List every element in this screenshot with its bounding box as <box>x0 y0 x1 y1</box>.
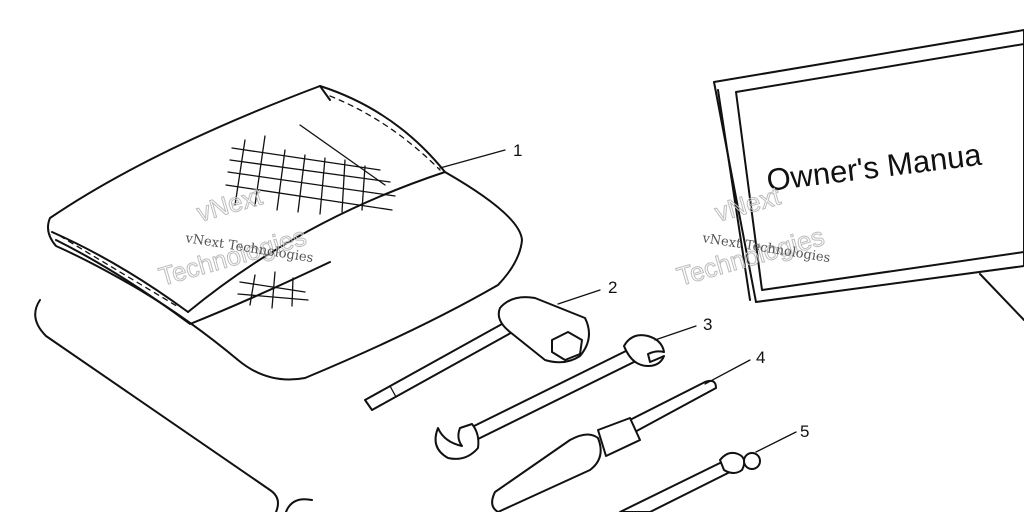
open-end-wrench <box>434 325 697 460</box>
leader-line-4 <box>704 359 751 385</box>
screwdriver <box>491 359 751 512</box>
callout-number-5: 5 <box>800 422 809 441</box>
leader-line-3 <box>654 325 697 341</box>
owners-manual: Owner's Manua <box>713 29 1024 321</box>
pin-tool <box>619 431 797 512</box>
spark-plug-socket-wrench <box>364 289 601 411</box>
callout-number-2: 2 <box>608 278 617 297</box>
leader-line-1 <box>439 149 506 169</box>
leader-line-2 <box>557 289 601 305</box>
leader-line-5 <box>755 431 797 453</box>
surface-outline <box>34 299 313 512</box>
callout-number-3: 3 <box>703 315 712 334</box>
callout-number-1: 1 <box>513 141 522 160</box>
tool-bag <box>47 85 523 381</box>
callout-number-4: 4 <box>756 348 765 367</box>
